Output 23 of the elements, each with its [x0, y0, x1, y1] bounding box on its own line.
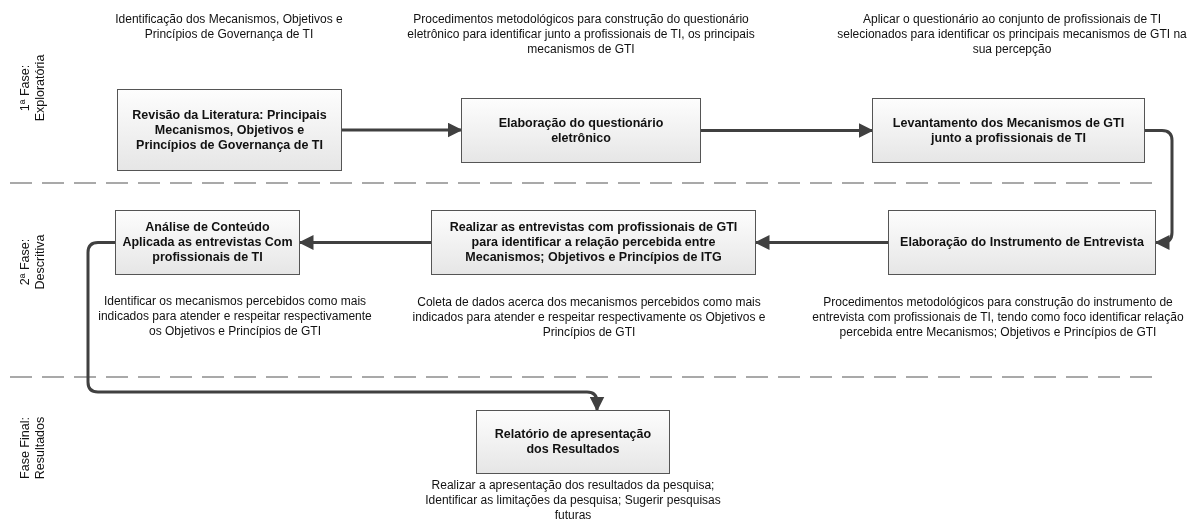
arrow [1145, 129, 1174, 250]
process-box: Relatório de apresentação dos Resultados [476, 410, 670, 474]
step-description: Aplicar o questionário ao conjunto de profissionais de TI selecionados para identificar os principais mecanismos de GTI na sua percepção [836, 12, 1188, 57]
arrow [298, 235, 431, 250]
arrow [701, 123, 874, 138]
step-description: Realizar a apresentação dos resultados da pesquisa; Identificar as limitações da pesquisa; Sugerir pesquisas futuras [424, 478, 722, 523]
step-description: Coleta de dados acerca dos mecanismos percebidos como mais indicados para atender e respeitar respectivamente os Objetivos e Princípios de GTI [411, 295, 767, 340]
phase-label: 1ª Fase: Exploratória [18, 53, 48, 124]
phase-label: Fase Final: Resultados [18, 415, 48, 482]
arrow [86, 241, 605, 412]
process-box: Elaboração do Instrumento de Entrevista [888, 210, 1156, 275]
process-box: Levantamento dos Mecanismos de GTI junto a profissionais de TI [872, 98, 1145, 163]
step-description: Procedimentos metodológicos para construção do questionário eletrônico para identificar junto a profissionais de TI, os principais mecanismos de GTI [406, 12, 756, 57]
phase-label: 2ª Fase: Descritiva [18, 233, 48, 292]
step-description: Identificação dos Mecanismos, Objetivos e Princípios de Governança de TI [114, 12, 344, 42]
step-description: Procedimentos metodológicos para construção do instrumento de entrevista com profissionais de TI, tendo como foco identificar relação percebida entre Mecanismos; Objetivos e Princípios de GTI [811, 295, 1185, 340]
arrow [342, 122, 463, 138]
step-description: Identificar os mecanismos percebidos como mais indicados para atender e respeitar respectivamente os Objetivos e Princípios de GTI [97, 294, 373, 339]
arrow [754, 235, 888, 250]
process-box: Elaboração do questionário eletrônico [461, 98, 701, 163]
process-box: Realizar as entrevistas com profissionais de GTI para identificar a relação percebida entre Mecanismos; Objetivos e Princípios de ITG [431, 210, 756, 275]
process-box: Revisão da Literatura: Principais Mecanismos, Objetivos e Princípios de Governança de TI [117, 89, 342, 171]
process-box: Análise de Conteúdo Aplicada as entrevistas Com profissionais de TI [115, 210, 300, 275]
